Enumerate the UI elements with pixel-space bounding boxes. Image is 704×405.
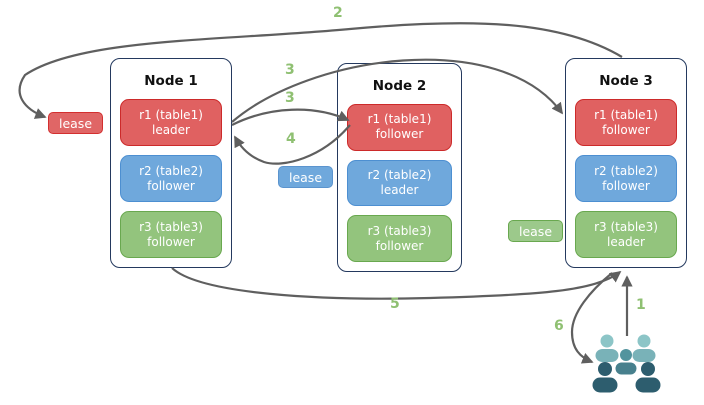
node-3-replica-r3: r3 (table3) leader — [575, 211, 677, 258]
arrow-label-6: 6 — [554, 318, 564, 334]
replica-name: r1 (table1) — [139, 107, 203, 122]
node-2-title: Node 2 — [372, 78, 427, 94]
replica-name: r3 (table3) — [139, 219, 203, 234]
arrow-label-3b: 3 — [285, 90, 295, 106]
node-2: Node 2 r1 (table1) follower r2 (table2) … — [337, 63, 462, 272]
replica-role: follower — [375, 127, 424, 142]
replica-role: follower — [147, 234, 195, 249]
lease-badge-blue: lease — [278, 166, 333, 188]
replica-name: r1 (table1) — [367, 112, 432, 127]
node-1-title: Node 1 — [144, 73, 198, 89]
lease-badge-red: lease — [48, 112, 103, 134]
node-1-replica-r2: r2 (table2) follower — [120, 155, 222, 202]
users-group-icon — [592, 334, 661, 393]
replica-role: leader — [151, 122, 190, 137]
user-front-left-icon — [592, 362, 618, 393]
node-1-replica-r3: r3 (table3) follower — [120, 211, 222, 258]
node-2-replica-r2: r2 (table2) leader — [347, 159, 452, 207]
replica-role: follower — [147, 178, 195, 193]
user-center-icon — [615, 349, 637, 375]
replica-name: r2 (table2) — [594, 163, 658, 178]
node-3-title: Node 3 — [599, 73, 653, 89]
replica-role: leader — [606, 234, 645, 249]
replica-role: follower — [375, 238, 424, 253]
node-1-replica-r1: r1 (table1) leader — [120, 99, 222, 146]
arrow-5-node1-to-node3 — [171, 267, 622, 300]
replica-role: follower — [602, 122, 650, 137]
node-3-replica-r1: r1 (table1) follower — [575, 99, 677, 146]
arrow-3-node1-to-node2 — [231, 108, 350, 126]
user-back-right-icon — [632, 334, 656, 362]
arrow-label-5: 5 — [390, 296, 400, 312]
node-1: Node 1 r1 (table1) leader r2 (table2) fo… — [110, 58, 232, 268]
lease-badge-green: lease — [508, 220, 563, 242]
node-3-replica-r2: r2 (table2) follower — [575, 155, 677, 202]
replica-name: r3 (table3) — [367, 223, 432, 238]
replica-role: follower — [602, 178, 650, 193]
user-front-right-icon — [635, 362, 661, 393]
arrow-label-4: 4 — [286, 131, 296, 147]
node-2-replica-r3: r3 (table3) follower — [347, 215, 452, 263]
node-3: Node 3 r1 (table1) follower r2 (table2) … — [565, 58, 687, 268]
replica-name: r3 (table3) — [594, 219, 658, 234]
replica-role: leader — [380, 183, 419, 197]
replica-name: r2 (table2) — [139, 163, 203, 178]
arrow-label-3a: 3 — [285, 62, 295, 78]
replica-name: r1 (table1) — [594, 107, 658, 122]
arrow-label-2: 2 — [333, 5, 343, 21]
replica-name: r2 (table2) — [367, 168, 432, 182]
user-back-left-icon — [595, 334, 619, 362]
node-2-replica-r1: r1 (table1) follower — [347, 104, 452, 151]
arrow-label-1: 1 — [636, 297, 646, 313]
